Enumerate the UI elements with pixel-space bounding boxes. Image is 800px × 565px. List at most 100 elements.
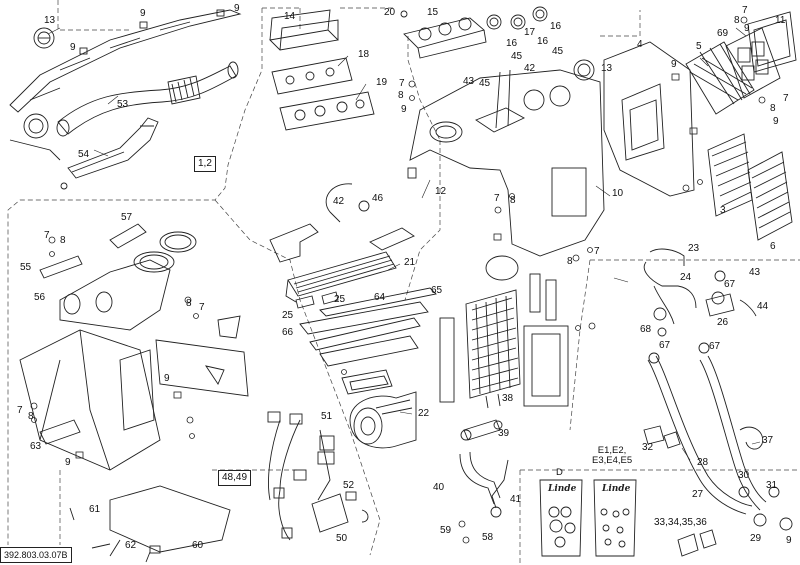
callout-63: 63	[30, 441, 42, 452]
kit-d	[539, 479, 583, 557]
clamp-67a	[714, 270, 726, 282]
frame-11	[747, 11, 797, 73]
console-12	[409, 69, 605, 257]
strip-55	[39, 255, 83, 279]
callout-68: 68	[640, 324, 652, 335]
callout-67: 67	[724, 279, 736, 290]
callout-8: 8	[734, 15, 740, 26]
callout-55: 55	[20, 262, 32, 273]
callout-13-right: 13	[601, 63, 613, 74]
ring-top	[485, 255, 519, 281]
callout-53: 53	[117, 99, 129, 110]
bolts-38	[485, 393, 501, 409]
clip-9a	[139, 21, 148, 29]
callout-42: 42	[524, 63, 536, 74]
clamp-29	[753, 513, 767, 527]
kit-e-logo: Linde	[602, 484, 631, 494]
heater-hoses-27-28	[647, 355, 767, 515]
housing-56	[59, 251, 175, 331]
callout-9: 9	[70, 42, 76, 53]
clip-9c	[216, 9, 225, 17]
callout-25: 25	[282, 310, 294, 321]
callout-13-left: 13	[44, 15, 56, 26]
callout-12: 12	[435, 186, 447, 197]
seal-57	[109, 223, 147, 249]
callout-8: 8	[770, 103, 776, 114]
callout-29: 29	[750, 533, 762, 544]
vent-13-left	[33, 27, 55, 49]
callout-8: 8	[398, 90, 404, 101]
callout-67: 67	[709, 341, 721, 352]
callout-4: 4	[637, 39, 643, 50]
callout-32: 32	[642, 442, 654, 453]
vents-16-17	[486, 6, 548, 30]
callout-40: 40	[433, 482, 445, 493]
cover-4	[603, 41, 695, 197]
clamp-37	[739, 426, 764, 450]
callout-9: 9	[744, 23, 750, 34]
callout-45: 45	[552, 46, 564, 57]
grommet-46	[358, 200, 370, 212]
dash-trim-top	[9, 9, 242, 161]
clip-9b	[79, 47, 88, 55]
callout-8: 8	[567, 256, 573, 267]
ring-top-left	[159, 231, 197, 253]
fitting-68	[653, 307, 667, 321]
panel-frame-right	[523, 325, 569, 407]
callout-8: 8	[60, 235, 66, 246]
group-boundaries	[7, 0, 800, 565]
callout-27: 27	[692, 489, 704, 500]
callout-6: 6	[770, 241, 776, 252]
callout-24: 24	[680, 272, 692, 283]
gasket-small	[217, 315, 241, 339]
callout-28: 28	[697, 457, 709, 468]
callout-15: 15	[427, 7, 439, 18]
callout-9: 9	[65, 457, 71, 468]
cable-42	[325, 183, 370, 223]
callout-59: 59	[440, 525, 452, 536]
callout-9: 9	[786, 535, 792, 546]
harness-48-49	[267, 411, 331, 541]
valve-39	[460, 419, 503, 441]
callout-57: 57	[121, 212, 133, 223]
callout-10: 10	[612, 188, 624, 199]
clip-12	[407, 167, 417, 179]
bracket-upper	[269, 223, 319, 263]
kit-e	[593, 479, 637, 557]
callout-8: 8	[510, 195, 516, 206]
callout-52: 52	[343, 480, 355, 491]
pipe-44	[739, 299, 757, 317]
fasteners	[30, 16, 766, 544]
callout-9: 9	[401, 104, 407, 115]
clamp-29b	[779, 517, 793, 531]
callout-45: 45	[479, 78, 491, 89]
clamp-67c	[698, 342, 710, 354]
callout-44: 44	[757, 301, 769, 312]
seal-block	[369, 227, 415, 251]
base-60	[109, 485, 231, 563]
callout-9: 9	[671, 59, 677, 70]
callout-65: 65	[431, 285, 443, 296]
panel-lower-mid	[155, 339, 249, 397]
screw-62	[91, 543, 111, 549]
callout-16: 16	[537, 36, 549, 47]
callout-39: 39	[498, 428, 510, 439]
valve-26	[705, 291, 735, 317]
seal-plates	[295, 287, 437, 367]
clamp-67b	[648, 352, 660, 364]
connectors-33	[677, 529, 717, 557]
callout-33-36: 33,34,35,36	[654, 517, 707, 528]
callout-7: 7	[594, 246, 600, 257]
variant-label-48-49: 48,49	[218, 470, 252, 486]
strip-right-b	[545, 279, 557, 321]
callout-18: 18	[358, 49, 370, 60]
kit-d-label: D	[556, 467, 563, 478]
screw-54	[60, 182, 68, 190]
callout-61: 61	[89, 504, 101, 515]
pipes-40-41	[459, 451, 509, 518]
screw-20	[400, 10, 408, 18]
variant-label-1-2: 1,2	[194, 156, 216, 172]
callout-31: 31	[766, 480, 778, 491]
callout-56: 56	[34, 292, 46, 303]
